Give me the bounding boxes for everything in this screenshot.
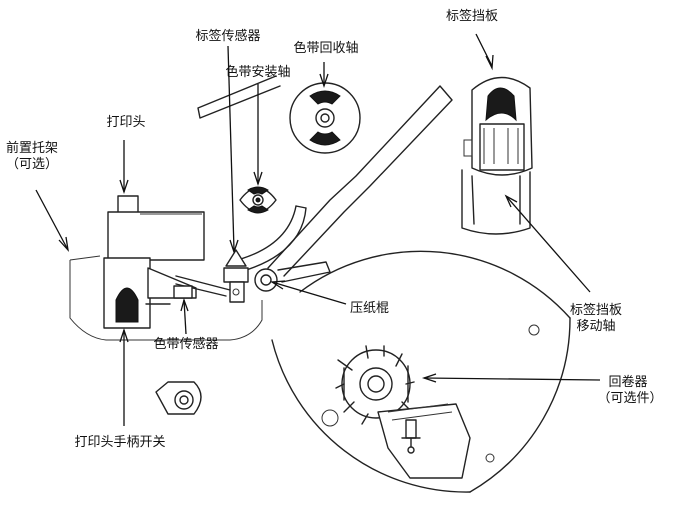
front-bracket-label-1: 前置托架 bbox=[6, 140, 58, 156]
leader-lines bbox=[35, 33, 601, 426]
upper-guide-bar bbox=[197, 75, 281, 119]
ribbon-supply-shaft bbox=[239, 186, 277, 214]
label-guide-label: 标签挡板 bbox=[446, 8, 498, 24]
print-head-assembly bbox=[69, 195, 263, 341]
ribbon-sensor-label: 色带传感器 bbox=[153, 336, 218, 352]
ribbon-supply-shaft-label: 色带安装轴 bbox=[225, 64, 290, 80]
guide-shaft-label-2: 移动轴 bbox=[576, 319, 615, 334]
label-sensor-part bbox=[223, 249, 249, 303]
small-knob bbox=[155, 381, 202, 415]
front-bracket-label-2: （可选） bbox=[6, 157, 58, 172]
guide-shaft-label-1: 标签挡板 bbox=[570, 302, 622, 318]
rewinder-label-1: 回卷器 bbox=[608, 374, 647, 390]
rewinder-label-2: （可选件） bbox=[597, 391, 662, 406]
label-guide-part bbox=[461, 76, 533, 235]
pressure-roller bbox=[254, 261, 331, 292]
pressure-roller-label: 压纸棍 bbox=[350, 301, 389, 316]
ribbon-rewind-shaft bbox=[289, 82, 361, 154]
long-guide-plate bbox=[267, 85, 453, 277]
print-head-label: 打印头 bbox=[106, 115, 145, 130]
rewinder-disk bbox=[271, 250, 571, 493]
head-lever-label: 打印头手柄开关 bbox=[74, 435, 165, 450]
rewinder-clip bbox=[377, 403, 471, 479]
label-sensor-label: 标签传感器 bbox=[195, 28, 260, 44]
ribbon-rewind-shaft-label: 色带回收轴 bbox=[293, 40, 358, 56]
rewinder-hub bbox=[335, 345, 415, 425]
